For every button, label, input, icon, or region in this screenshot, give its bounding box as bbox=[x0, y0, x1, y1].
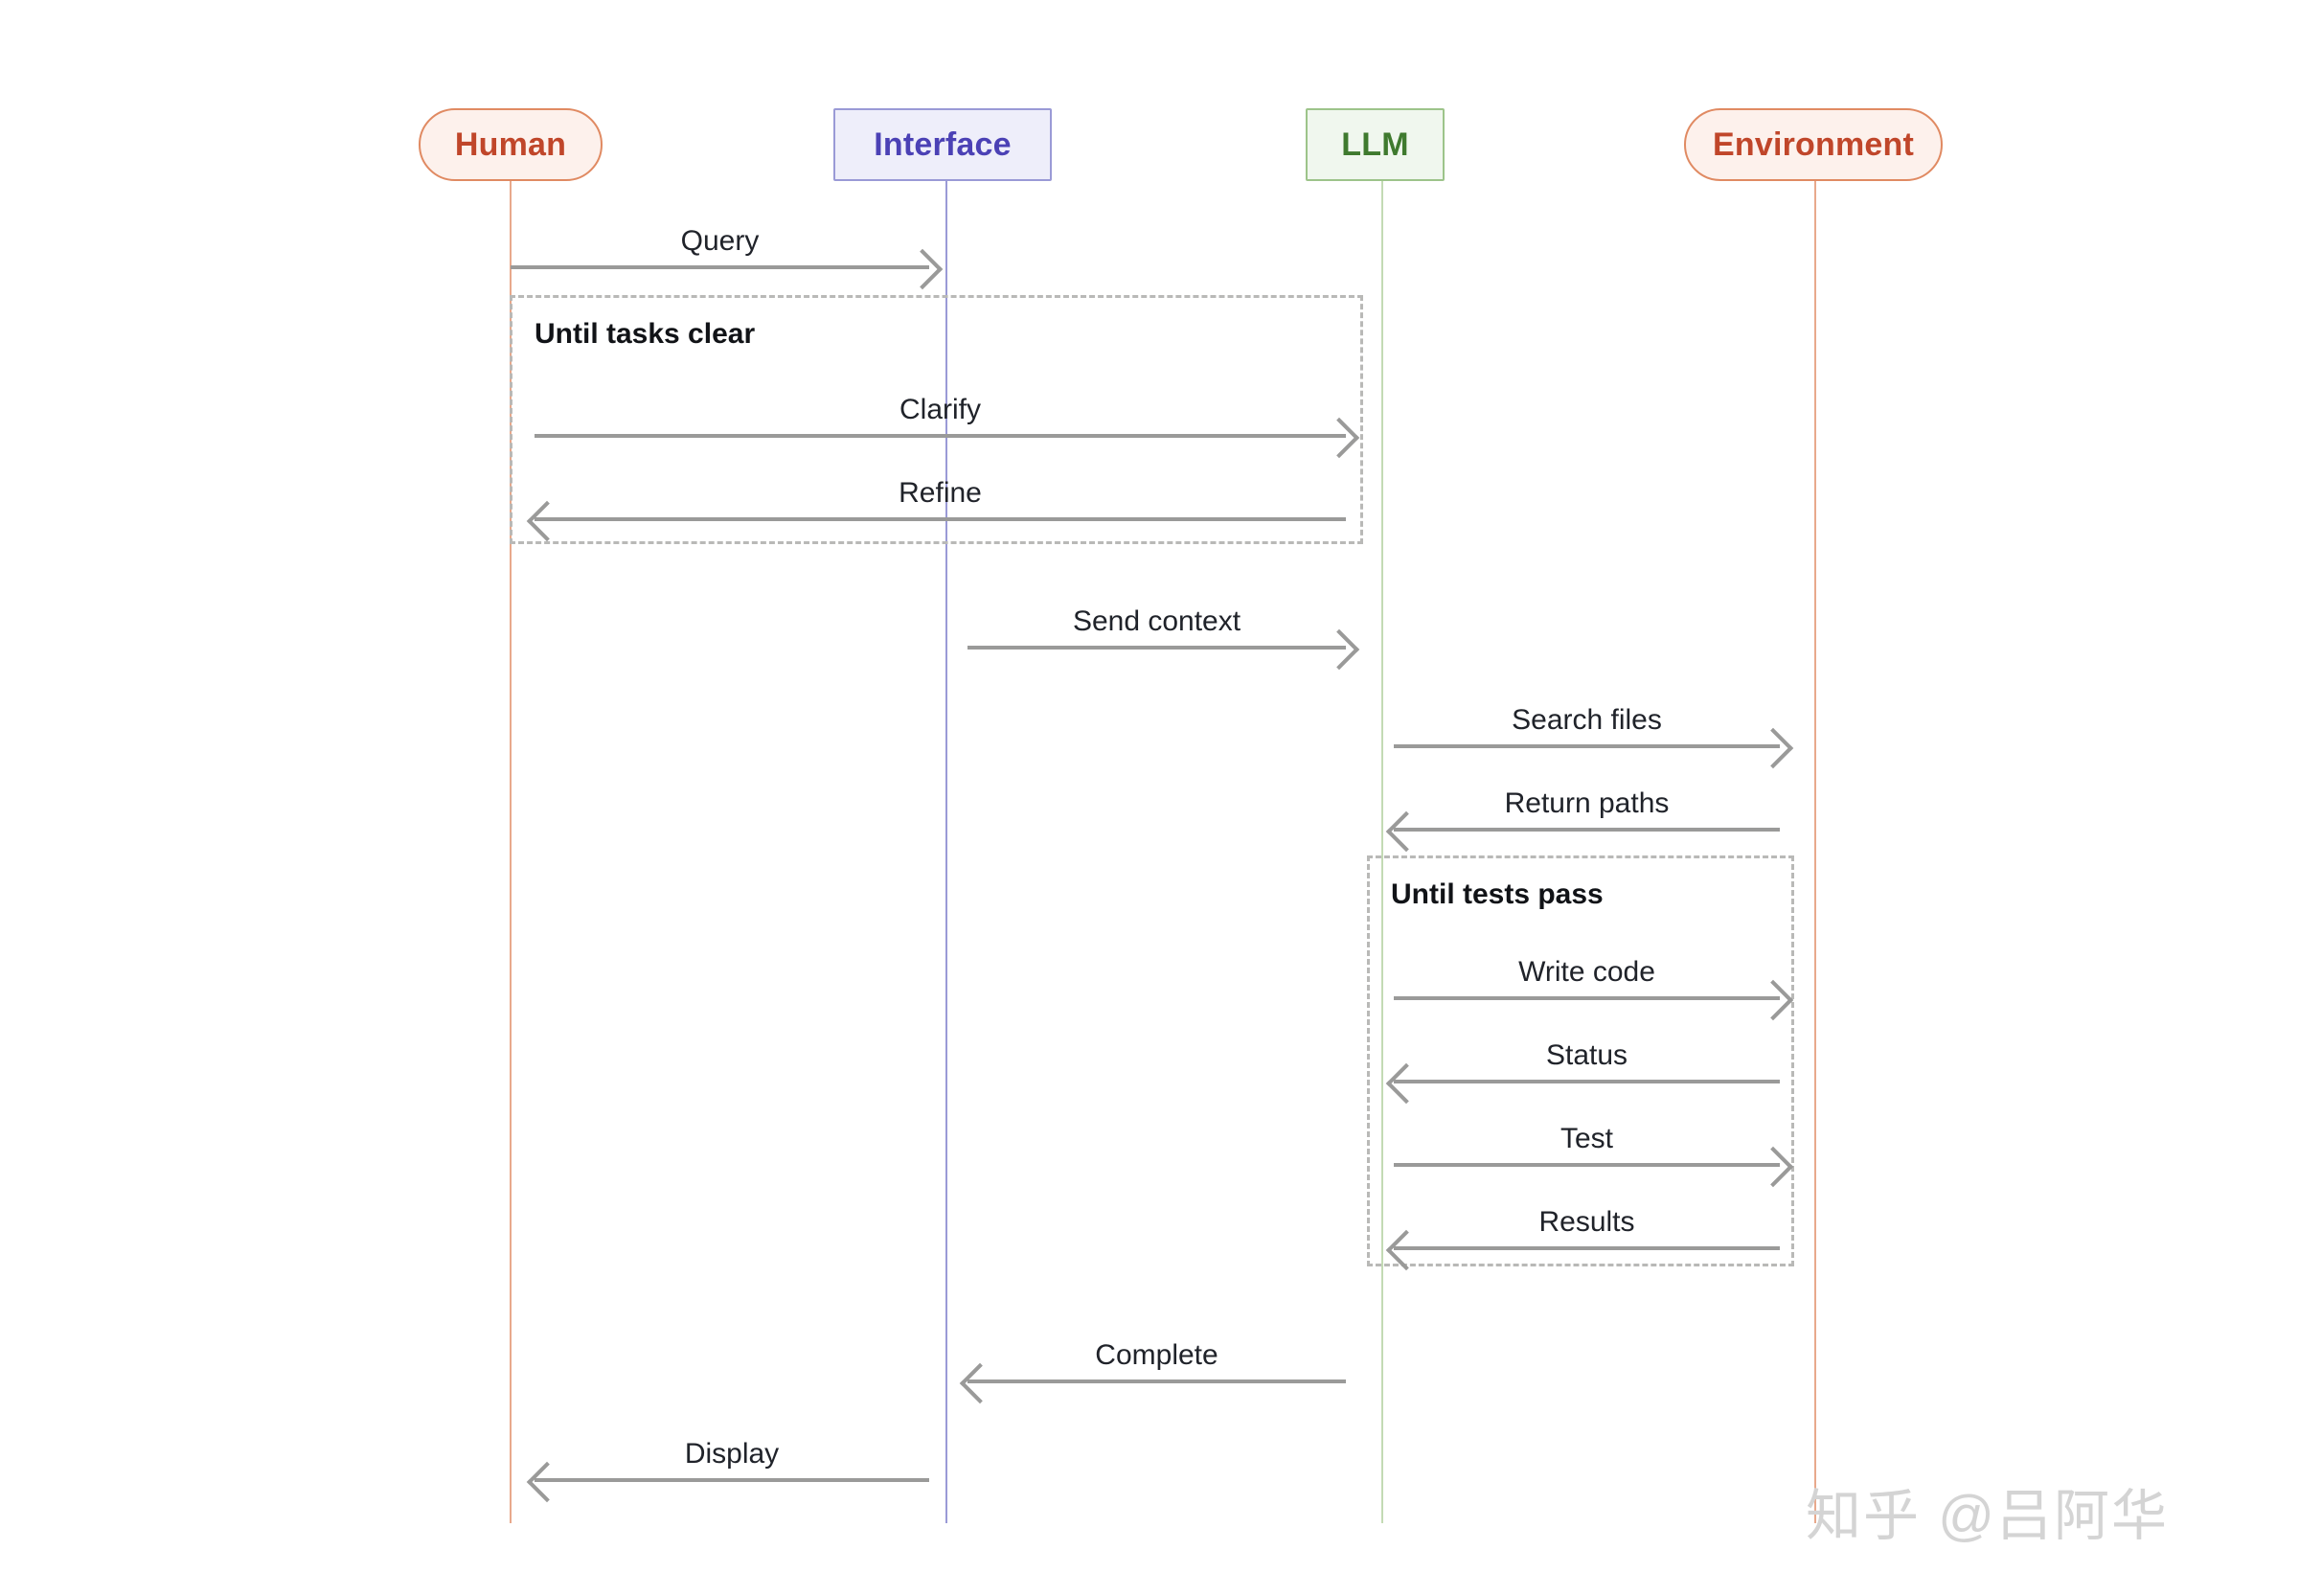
message-line-write-code bbox=[1394, 996, 1780, 1000]
message-line-refine bbox=[535, 517, 1346, 521]
message-label-display: Display bbox=[684, 1438, 780, 1470]
message-label-write-code: Write code bbox=[1518, 956, 1655, 988]
message-label-clarify: Clarify bbox=[899, 394, 981, 425]
lifeline-llm bbox=[1381, 181, 1383, 1523]
message-label-test: Test bbox=[1559, 1123, 1614, 1154]
message-line-send-context bbox=[967, 646, 1346, 650]
actor-label-interface: Interface bbox=[874, 125, 1012, 163]
message-label-search-files: Search files bbox=[1512, 704, 1662, 736]
actor-interface[interactable]: Interface bbox=[833, 108, 1052, 181]
message-line-status bbox=[1394, 1080, 1780, 1083]
lifeline-environment bbox=[1814, 181, 1816, 1523]
actor-label-llm: LLM bbox=[1341, 125, 1409, 163]
actor-llm[interactable]: LLM bbox=[1306, 108, 1445, 181]
fragment-label-until-tests-pass: Until tests pass bbox=[1391, 878, 1604, 910]
watermark: 知乎 @吕阿华 bbox=[1806, 1485, 2169, 1547]
message-label-return-paths: Return paths bbox=[1504, 787, 1670, 819]
actor-label-human: Human bbox=[454, 125, 567, 163]
message-line-results bbox=[1394, 1246, 1780, 1250]
message-label-complete: Complete bbox=[1095, 1339, 1218, 1371]
lifeline-human bbox=[510, 181, 512, 1523]
message-line-clarify bbox=[535, 434, 1346, 438]
message-line-query bbox=[511, 265, 929, 269]
actor-human[interactable]: Human bbox=[419, 108, 603, 181]
message-line-search-files bbox=[1394, 744, 1780, 748]
message-line-complete bbox=[967, 1379, 1346, 1383]
message-label-results: Results bbox=[1538, 1206, 1635, 1238]
message-label-query: Query bbox=[680, 225, 760, 257]
message-label-send-context: Send context bbox=[1072, 605, 1241, 637]
message-label-status: Status bbox=[1545, 1039, 1628, 1071]
message-label-refine: Refine bbox=[899, 477, 982, 509]
message-line-return-paths bbox=[1394, 828, 1780, 832]
message-line-display bbox=[535, 1478, 929, 1482]
lifeline-interface bbox=[945, 181, 947, 1523]
fragment-label-until-tasks-clear: Until tasks clear bbox=[535, 318, 756, 350]
actor-label-environment: Environment bbox=[1712, 125, 1914, 163]
actor-environment[interactable]: Environment bbox=[1684, 108, 1943, 181]
message-line-test bbox=[1394, 1163, 1780, 1167]
